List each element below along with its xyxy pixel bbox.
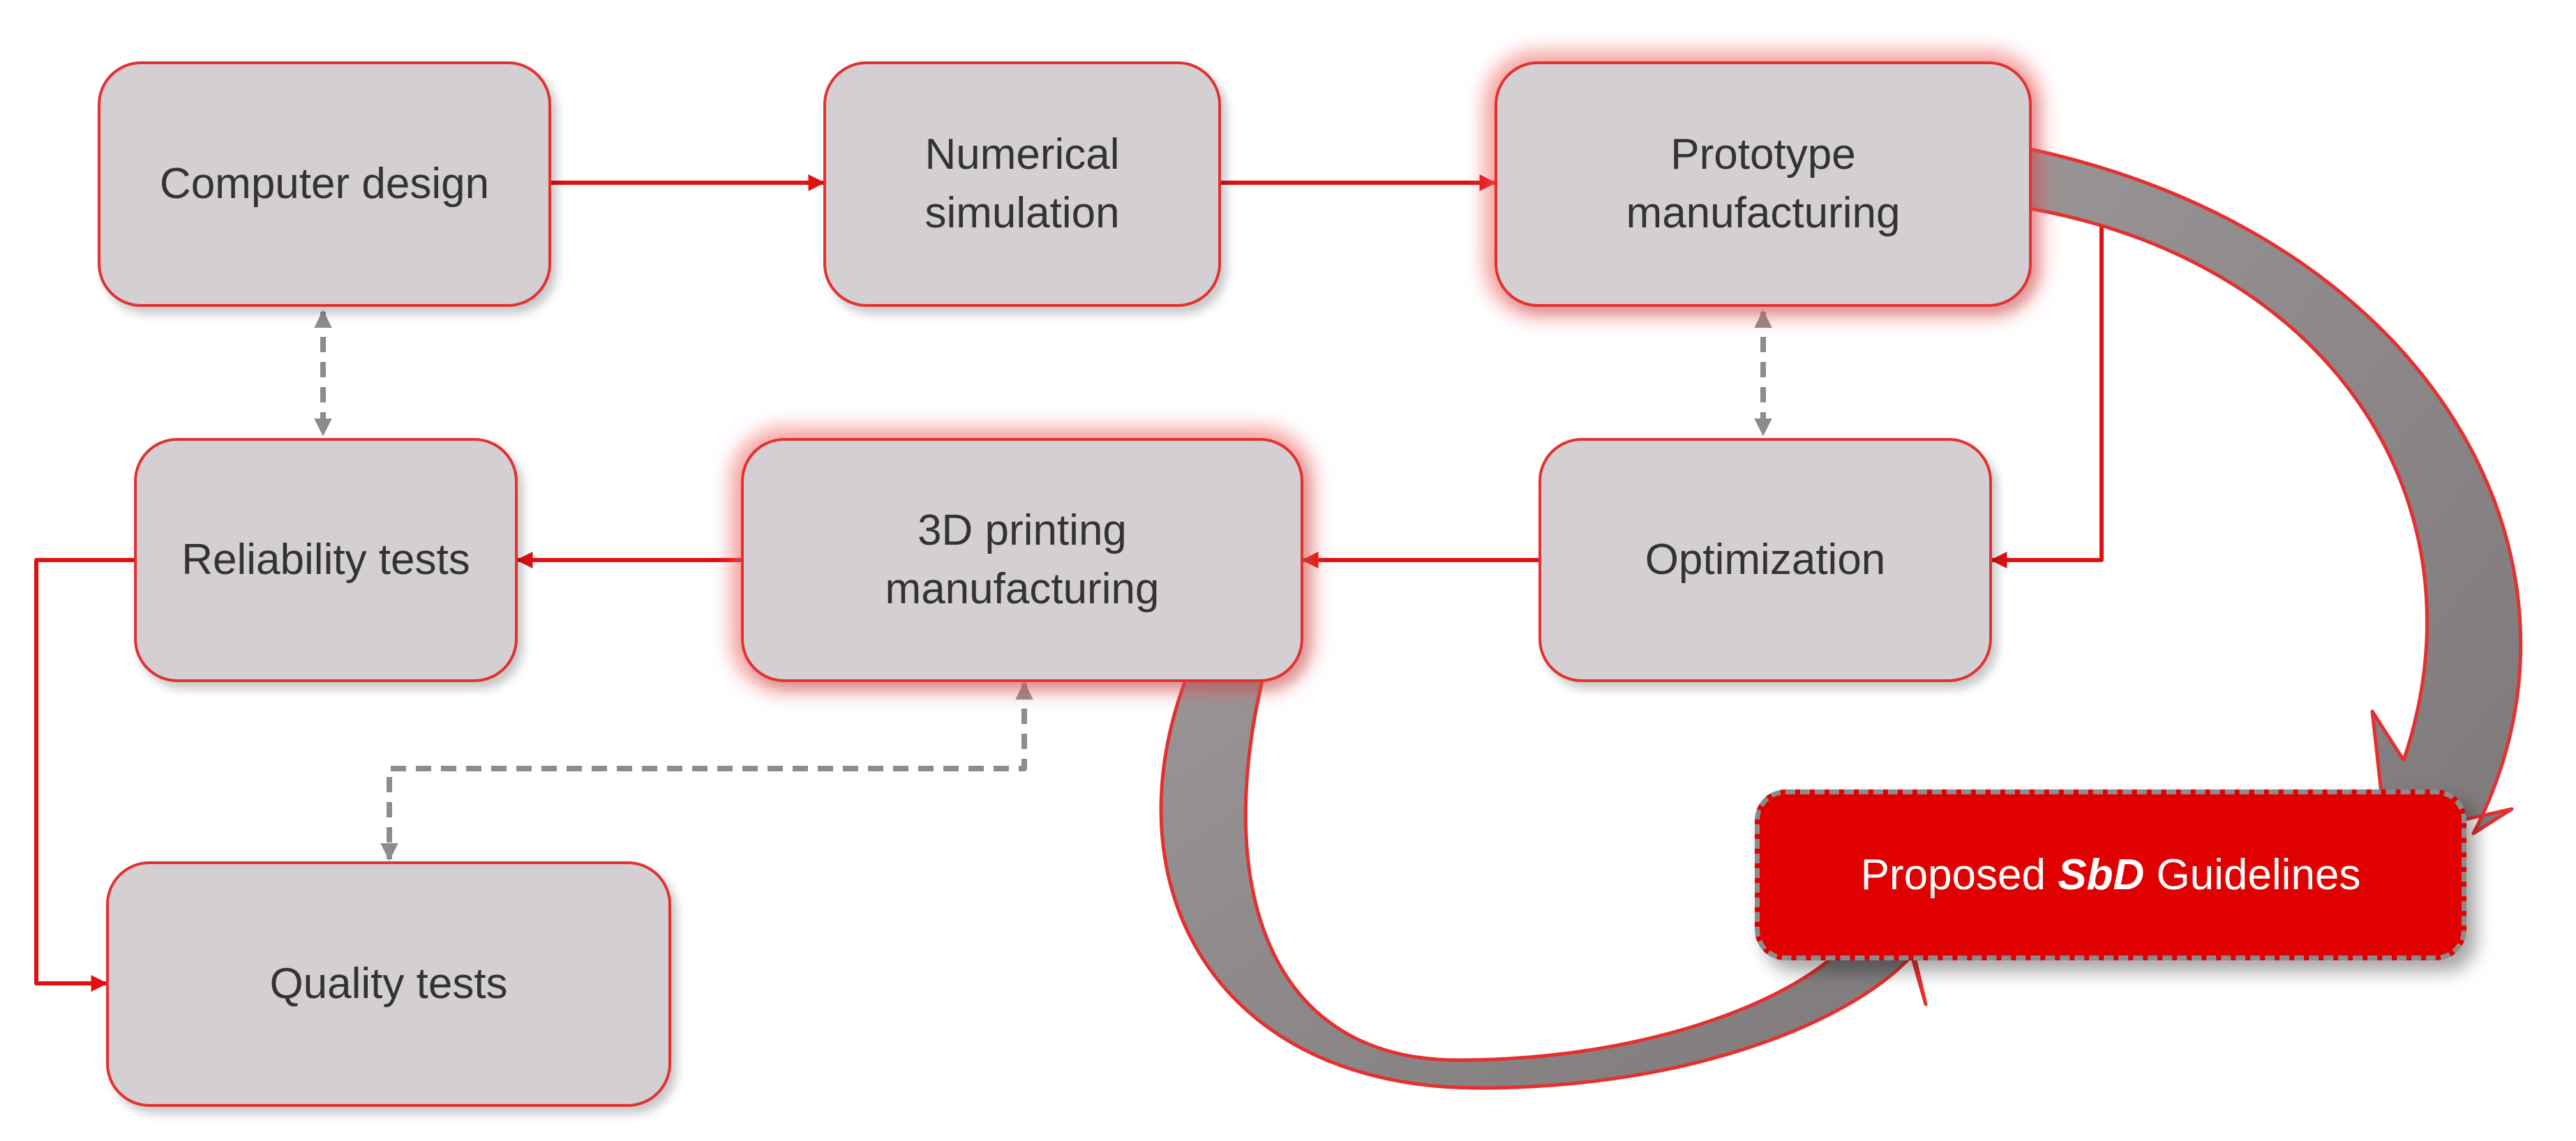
node-3d-printing-manufacturing-label: 3D printing manufacturing xyxy=(885,506,1160,613)
node-prototype-manufacturing: Prototype manufacturing xyxy=(1495,61,2032,307)
guidelines-title: Proposed SbD Guidelines xyxy=(1861,850,2361,900)
node-numerical-simulation-label: Numerical simulation xyxy=(924,130,1120,237)
node-optimization: Optimization xyxy=(1538,438,1992,682)
guidelines-sbd-emphasis: SbD xyxy=(2058,851,2145,899)
curved-arrow-prototype-to-guidelines xyxy=(1952,134,2523,839)
node-optimization-label: Optimization xyxy=(1645,536,1886,584)
node-quality-tests: Quality tests xyxy=(106,861,671,1107)
arrow-reliability-tests-to-quality-tests xyxy=(34,558,134,992)
proposed-sbd-guidelines-box: Proposed SbD Guidelines xyxy=(1755,789,2466,960)
node-computer-design: Computer design xyxy=(98,61,551,307)
guidelines-prefix: Proposed xyxy=(1860,851,2058,899)
dashed-link-3d-printing-quality-tests xyxy=(380,681,1033,861)
node-computer-design-label: Computer design xyxy=(159,160,490,209)
guidelines-suffix: Guidelines xyxy=(2144,851,2361,899)
node-3d-printing-manufacturing: 3D printing manufacturing xyxy=(741,438,1303,682)
node-numerical-simulation: Numerical simulation xyxy=(823,61,1221,307)
node-prototype-manufacturing-label: Prototype manufacturing xyxy=(1626,130,1901,237)
node-reliability-tests-label: Reliability tests xyxy=(181,536,470,584)
node-quality-tests-label: Quality tests xyxy=(269,960,508,1008)
node-reliability-tests: Reliability tests xyxy=(134,438,518,682)
